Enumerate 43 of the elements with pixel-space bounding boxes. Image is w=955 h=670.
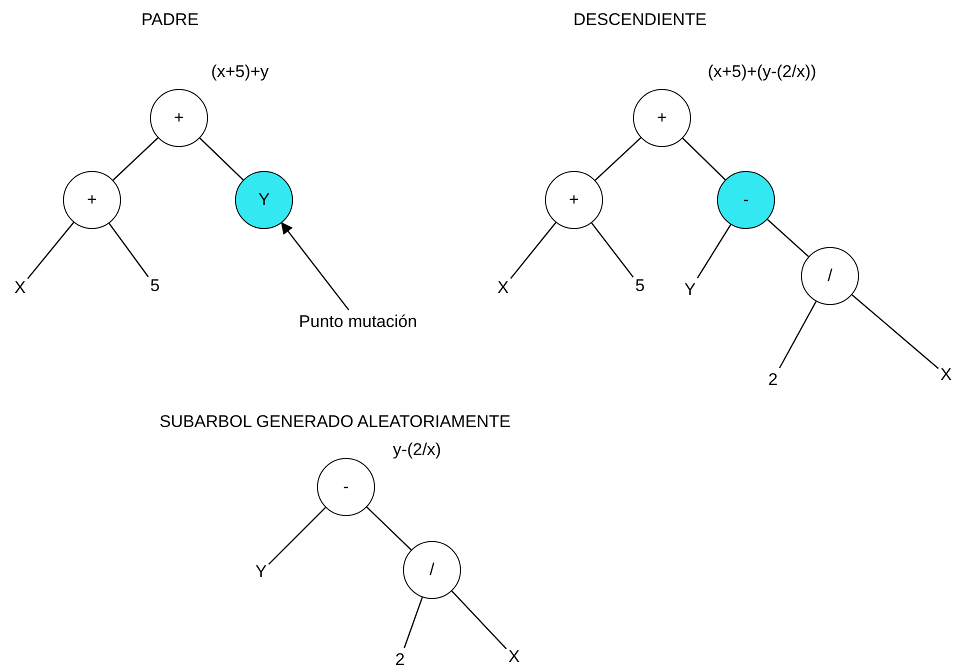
tree-node-circle: - xyxy=(717,171,775,229)
leaf-label: Y xyxy=(253,560,269,584)
branch-line xyxy=(27,222,74,280)
branch-line xyxy=(268,507,326,565)
branch-line xyxy=(510,222,556,279)
tree-node-circle: / xyxy=(801,247,859,305)
leaf-label: X xyxy=(938,363,954,387)
branch-line xyxy=(451,590,507,650)
branch-line xyxy=(779,301,817,368)
branch-line xyxy=(591,222,634,278)
tree-node-circle: + xyxy=(150,89,208,147)
annotation-text: Punto mutación xyxy=(296,310,420,334)
leaf-label: 5 xyxy=(633,274,647,298)
tree-node-circle: / xyxy=(403,541,461,599)
expression-label: (x+5)+(y-(2/x)) xyxy=(706,61,818,83)
tree-node-circle: Y xyxy=(235,171,293,229)
tree-node-circle: + xyxy=(545,171,603,229)
tree-heading: DESCENDIENTE xyxy=(572,9,708,31)
branch-line xyxy=(199,138,244,180)
expression-label: (x+5)+y xyxy=(210,61,270,83)
leaf-label: X xyxy=(495,276,511,300)
leaf-label: 2 xyxy=(766,368,780,392)
leaf-label: 2 xyxy=(393,648,407,670)
branch-line xyxy=(682,138,726,180)
leaf-label: 5 xyxy=(148,274,162,298)
arrow xyxy=(280,222,350,310)
tree-heading: SUBARBOL GENERADO ALEATORIAMENTE xyxy=(158,411,512,433)
leaf-label: Y xyxy=(682,278,698,302)
branch-line xyxy=(108,223,149,278)
leaf-label: X xyxy=(506,645,522,669)
tree-node-circle: + xyxy=(633,89,691,147)
tree-node-circle: - xyxy=(317,458,375,516)
expression-label: y-(2/x) xyxy=(392,439,442,461)
tree-node-circle: + xyxy=(63,171,121,229)
leaf-label: X xyxy=(12,276,28,300)
branch-line xyxy=(594,137,642,181)
branch-line xyxy=(366,506,412,550)
branch-line xyxy=(696,224,732,278)
branch-line xyxy=(112,137,158,181)
branch-line xyxy=(852,294,939,369)
tree-heading: PADRE xyxy=(140,9,200,31)
branch-line xyxy=(404,597,423,648)
branch-line xyxy=(767,218,809,258)
